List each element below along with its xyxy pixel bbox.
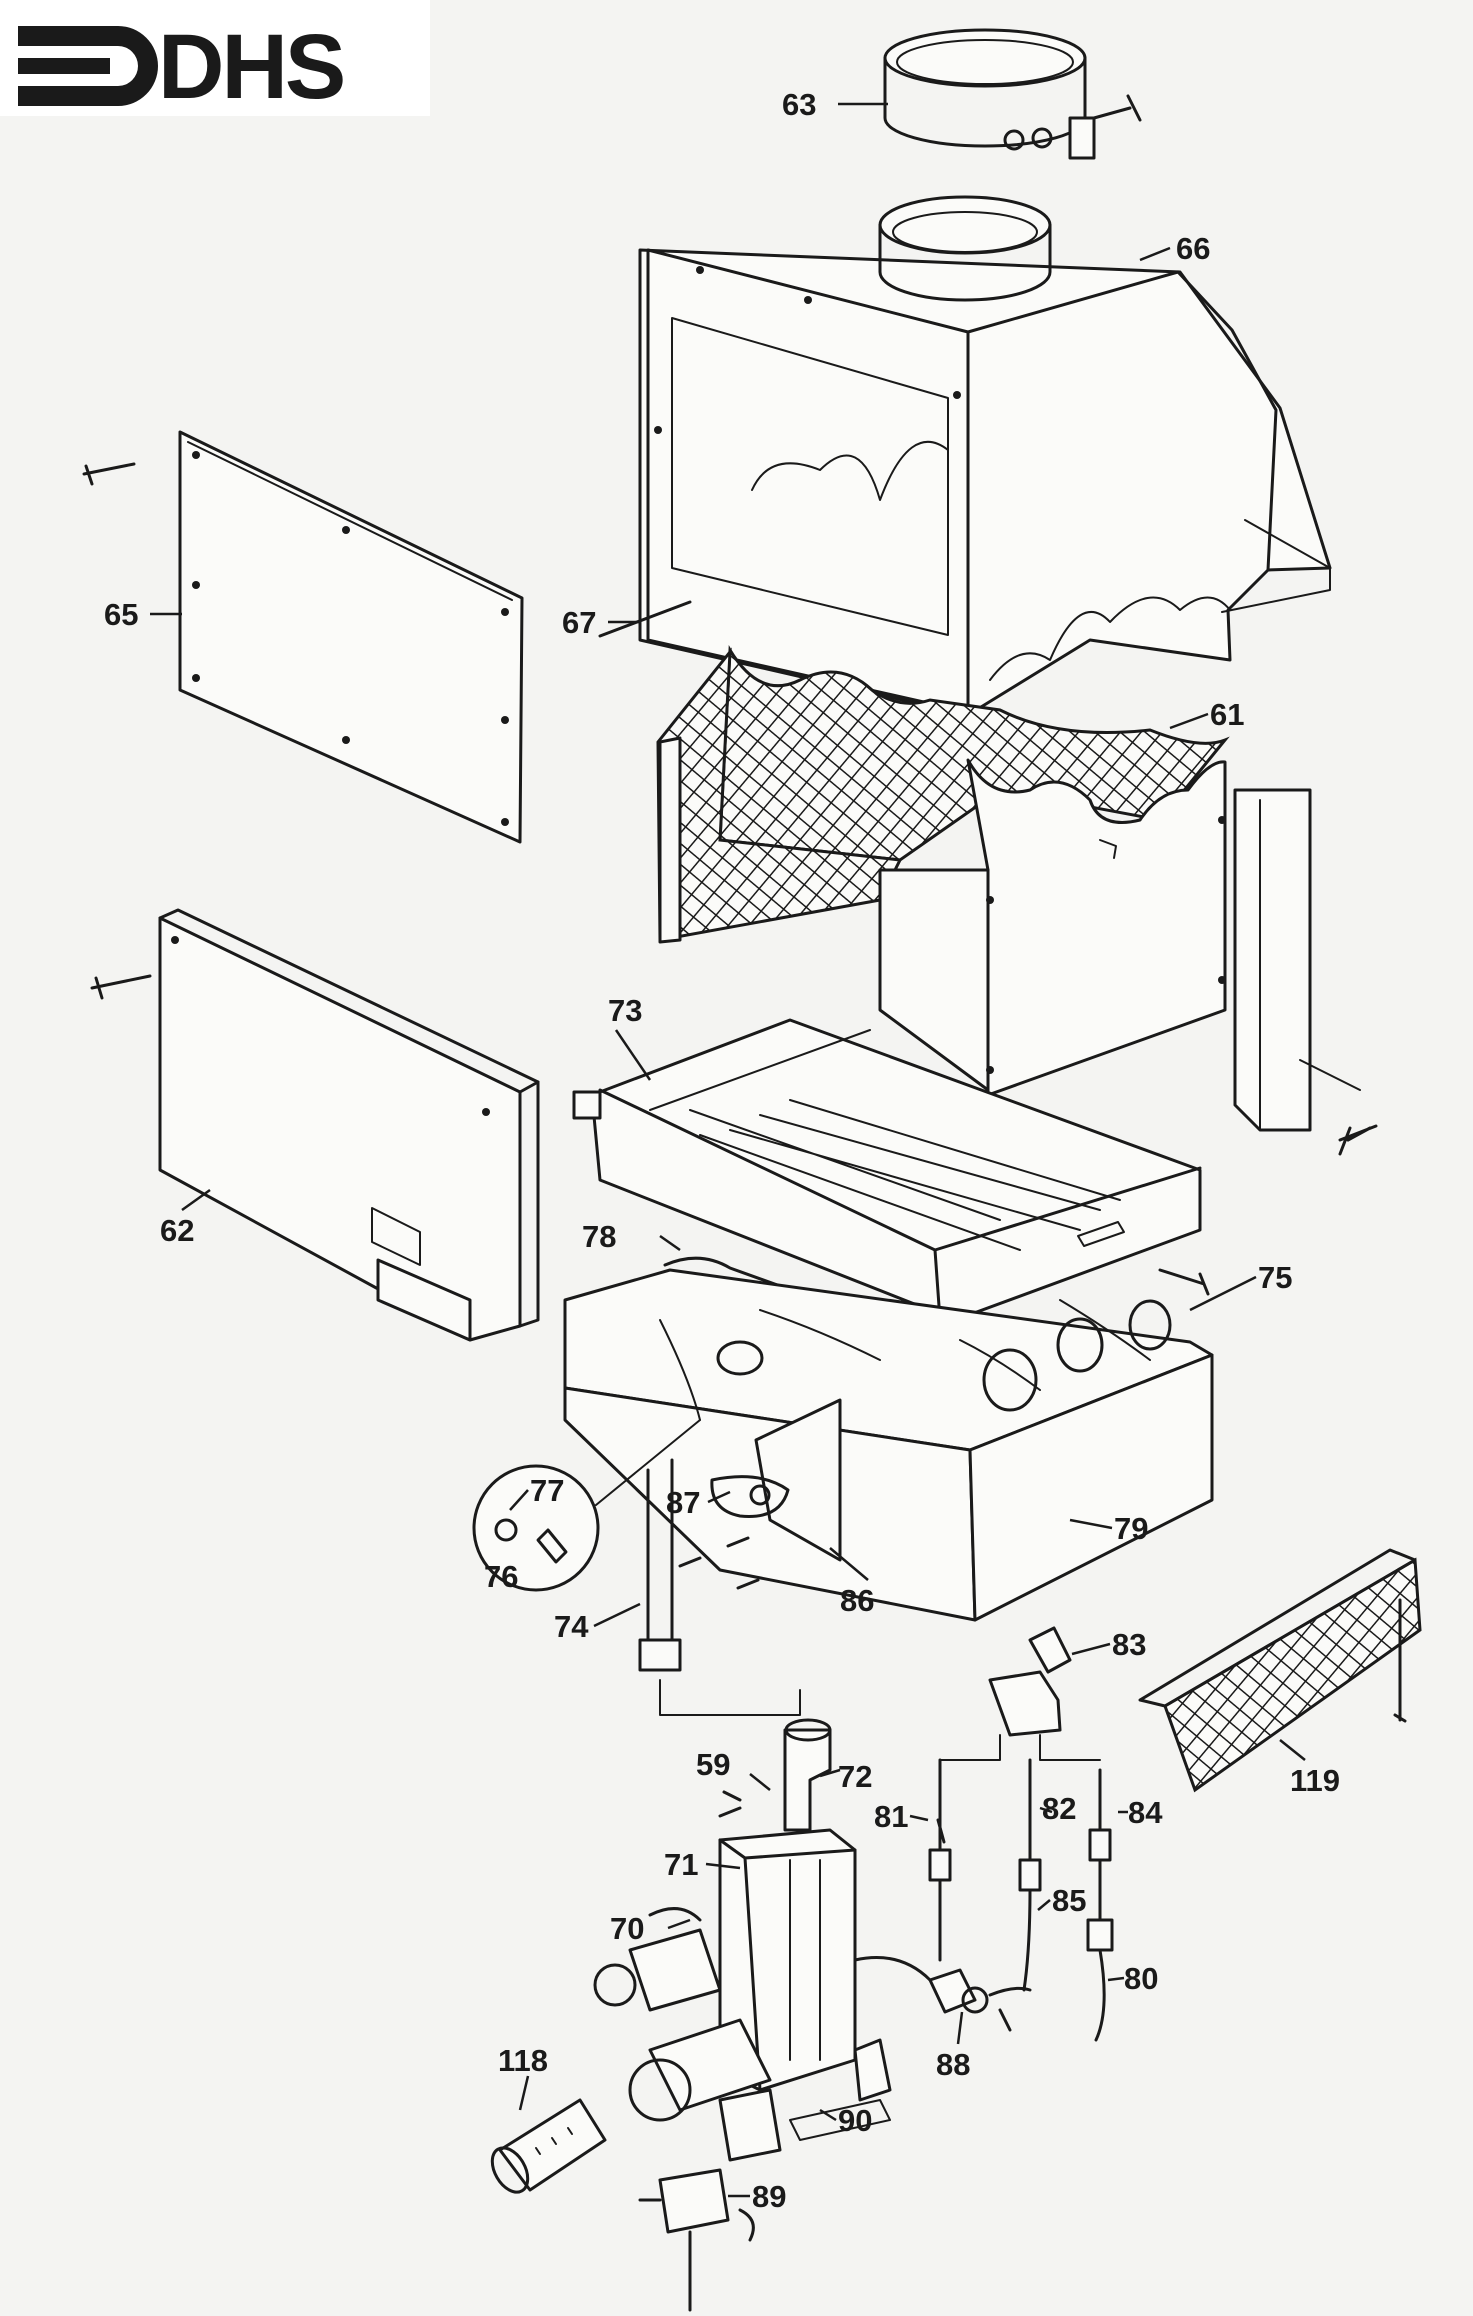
callout-77: 77	[530, 1473, 564, 1508]
callout-119: 119	[1290, 1763, 1340, 1798]
callout-86: 86	[840, 1583, 874, 1618]
callout-78: 78	[582, 1219, 616, 1254]
part-86-bracket	[678, 1398, 842, 1590]
callout-80: 80	[1124, 1961, 1158, 1996]
brand-logo: DHS	[0, 0, 430, 118]
part-73-burner-tray	[572, 1018, 1202, 1322]
part-72-71-70-gas-valve	[593, 1718, 932, 2162]
callout-75: 75	[1258, 1260, 1292, 1295]
part-78-burner	[663, 1256, 932, 1342]
part-118-regulator	[490, 2098, 607, 2194]
callout-84: 84	[1128, 1795, 1163, 1830]
part-61-combustion-chamber	[656, 645, 1378, 1156]
callout-79: 79	[1114, 1511, 1148, 1546]
callout-88: 88	[936, 2047, 970, 2082]
callout-63: 63	[782, 87, 816, 122]
callout-118: 118	[498, 2043, 548, 2078]
callout-59: 59	[696, 1747, 730, 1782]
part-84-ignitor	[1086, 1768, 1114, 2042]
callout-73: 73	[608, 993, 642, 1028]
callout-71: 71	[664, 1847, 698, 1882]
callout-90: 90	[838, 2103, 872, 2138]
part-65-front-panel	[82, 430, 524, 844]
part-63-flue-collar	[883, 28, 1142, 160]
callout-74: 74	[554, 1609, 589, 1644]
callout-66: 66	[1176, 231, 1210, 266]
part-75-screw	[1158, 1268, 1210, 1296]
part-74-pipe	[638, 1458, 801, 1716]
part-81-electrode	[928, 1758, 952, 1962]
part-88-fitting	[928, 1968, 1032, 2032]
part-62-lower-cover	[90, 908, 540, 1342]
callout-87: 87	[666, 1485, 700, 1520]
callout-67: 67	[562, 605, 596, 640]
part-89-switch	[638, 2168, 755, 2312]
part-83-pilot-bracket	[939, 1626, 1101, 1761]
callout-leaders	[150, 102, 1306, 2198]
callout-82: 82	[1042, 1791, 1076, 1826]
callout-85: 85	[1052, 1883, 1086, 1918]
part-66-draft-hood	[638, 195, 1332, 717]
part-67-sensor-rod	[598, 600, 692, 638]
callout-81: 81	[874, 1799, 908, 1834]
part-77-76-detail-circle	[472, 1419, 701, 1592]
callout-76: 76	[484, 1559, 518, 1594]
callout-89: 89	[752, 2179, 786, 2214]
part-79-burner-box	[563, 1268, 1214, 1622]
callout-62: 62	[160, 1213, 194, 1248]
part-82-thermocouple	[1018, 1758, 1042, 1992]
callout-72: 72	[838, 1759, 872, 1794]
part-119-screen	[1138, 1548, 1422, 1793]
callout-61: 61	[1210, 697, 1244, 732]
callout-70: 70	[610, 1911, 644, 1946]
callout-labels: 63 66 65 67 61 73 62 78 75 77 87 79 76 7…	[104, 87, 1340, 2214]
callout-83: 83	[1112, 1627, 1146, 1662]
brand-name: DHS	[158, 16, 343, 118]
callout-65: 65	[104, 597, 138, 632]
